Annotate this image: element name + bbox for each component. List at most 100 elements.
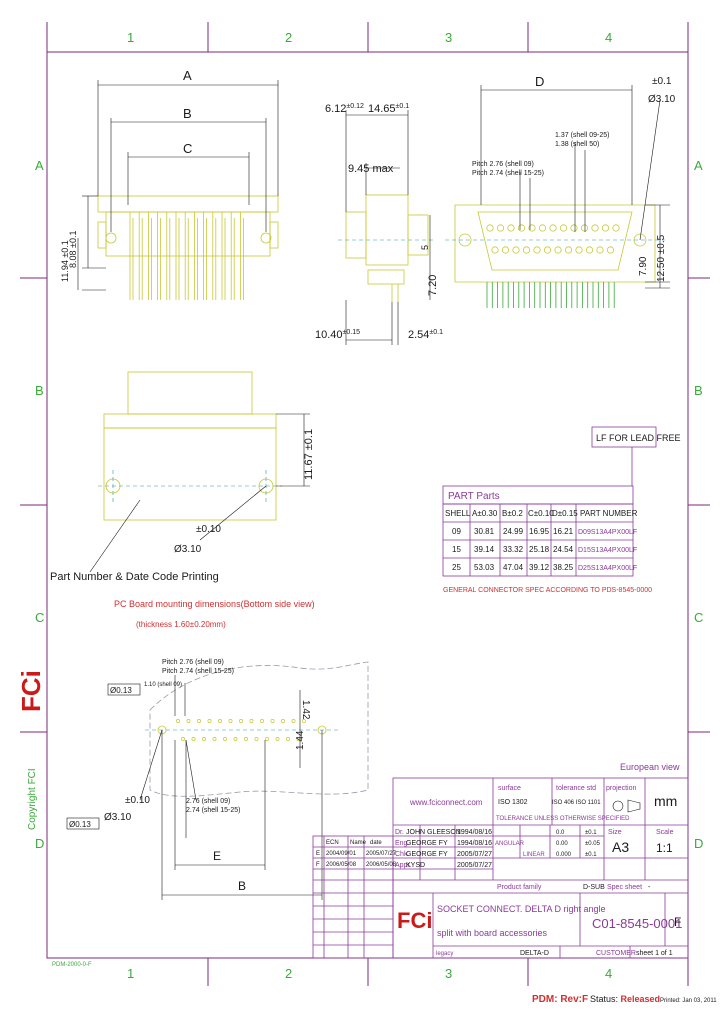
- zone-right-d: D: [694, 836, 703, 851]
- pcb-hole: [223, 737, 227, 741]
- contact-hole: [501, 246, 510, 254]
- row3-d: 38.25: [553, 563, 574, 572]
- contact-hole: [606, 246, 615, 254]
- rev-e-date1: 2004/09/01: [326, 851, 357, 857]
- unit: mm: [654, 793, 677, 809]
- fci-logo-text: FCi: [16, 670, 46, 712]
- zone-top-2: 2: [285, 30, 292, 45]
- eng-date: 1994/08/16: [457, 840, 492, 847]
- tol-row3-b: ±0.1: [585, 852, 597, 858]
- contact-hole: [538, 224, 547, 232]
- label-printing: Part Number & Date Code Printing: [50, 571, 219, 583]
- tolerance-note: TOLERANCE UNLESS OTHERWISE SPECIFIED: [496, 816, 630, 822]
- pcb-dia-1: Ø0.13: [110, 686, 132, 695]
- scale-value: 1:1: [656, 841, 673, 855]
- row1-c: 16.95: [529, 527, 550, 536]
- angular-label: ANGULAR: [495, 841, 525, 847]
- website: www.fciconnect.com: [409, 798, 483, 807]
- footer-small-left: PDM-2000-0-F: [52, 962, 92, 968]
- copyright-text: Copyright FCI: [27, 768, 38, 830]
- footer-status: Status: Released: [590, 994, 660, 1004]
- legacy-label: legacy: [436, 951, 453, 957]
- pcb-note: PC Board mounting dimensions(Bottom side…: [114, 599, 315, 609]
- spec-sheet-label: Spec sheet: [607, 884, 642, 891]
- pcb-hole-dia: Ø3.10: [104, 812, 132, 823]
- rev-header-date: date: [370, 840, 382, 846]
- zone-left-b: B: [35, 383, 44, 398]
- rev-letter: F: [674, 915, 681, 929]
- pcb-dia-2: Ø0.13: [69, 820, 91, 829]
- row1-shell: 09: [452, 527, 461, 536]
- pcb-hole-tol: ±0.10: [125, 795, 150, 806]
- zone-labels: 1 2 3 4 1 2 3 4 A B C D A B C D: [35, 30, 703, 981]
- front-view-legs: [486, 282, 615, 308]
- contact-hole: [564, 246, 573, 254]
- parts-table-row: 25 53.03 47.04 39.12 38.25 D25S13A4PX00L…: [452, 563, 637, 572]
- side-dim-1: 6.12±0.12: [325, 103, 364, 115]
- pcb-note-pitch5: 2.74 (shell 15-25): [186, 807, 240, 814]
- contact-hole: [559, 224, 568, 232]
- contact-hole: [533, 246, 541, 254]
- pcb-hole: [186, 719, 191, 723]
- pcb-note-pitch4: 2.76 (shell 09): [186, 798, 230, 805]
- product-family-value: D-SUB: [583, 884, 605, 891]
- lf-label: LF FOR LEAD FREE: [596, 433, 681, 443]
- pcb-hole: [249, 719, 254, 723]
- tol-row2-b: ±0.05: [585, 841, 601, 847]
- bottom-dim-height: 11.67 ±0.1: [303, 429, 315, 480]
- pcb-dia-1-box: Ø0.13: [107, 683, 141, 696]
- front-note-pin2: 1.38 (shell 50): [555, 141, 599, 148]
- front-hole-dia: Ø3.10: [648, 94, 676, 105]
- row2-shell: 15: [452, 545, 461, 554]
- row3-shell: 25: [452, 563, 461, 572]
- zone-left-d: D: [35, 836, 44, 851]
- row3-b: 47.04: [503, 563, 524, 572]
- pcb-hole: [275, 737, 280, 741]
- appr-name: KYSD: [406, 862, 425, 869]
- rev-e-date2: 2005/07/27: [366, 851, 397, 857]
- row2-d: 24.54: [553, 545, 574, 554]
- front-dim-v2: 12.50 ±0.5: [656, 234, 667, 282]
- row3-c: 39.12: [529, 563, 550, 572]
- projection-symbol-icon: [612, 799, 641, 813]
- contact-hole: [491, 246, 499, 254]
- pcb-hole: [233, 737, 238, 741]
- pcb-view: Pitch 2.76 (shell 09) Pitch 2.74 (shell …: [66, 659, 369, 900]
- pcb-hole: [218, 719, 222, 723]
- pcb-hole: [228, 719, 233, 723]
- pcb-holes: [176, 719, 306, 741]
- pcb-thickness: (thickness 1.60±0.20mm): [136, 620, 226, 629]
- pcb-hole: [181, 737, 185, 741]
- description-line-1: SOCKET CONNECT. DELTA D right angle: [437, 904, 606, 914]
- rev-f-letter: F: [316, 862, 320, 868]
- contact-hole: [612, 224, 620, 232]
- contact-hole: [570, 224, 578, 232]
- row2-part: D15S13A4PX00LF: [578, 547, 637, 554]
- zone-bottom-1: 1: [127, 966, 134, 981]
- col-d: D±0.15: [552, 509, 578, 518]
- customer-label: CUSTOMER: [596, 950, 636, 957]
- bottom-view: 11.67 ±0.1 ±0.10 Ø3.10 Part Number & Dat…: [50, 371, 315, 629]
- linear-label: LINEAR: [523, 852, 545, 858]
- spec-sheet-value: -: [648, 884, 651, 891]
- front-view-contacts: [486, 224, 620, 254]
- zone-left-a: A: [35, 158, 44, 173]
- parts-table-row: 15 39.14 33.32 25.18 24.54 D15S13A4PX00L…: [452, 545, 637, 554]
- surface-std: ISO 1302: [498, 799, 528, 806]
- pcb-hole: [254, 737, 259, 741]
- front-dim-v1: 7.90: [638, 256, 649, 276]
- zone-right-a: A: [694, 158, 703, 173]
- side-dim-v1: 7.20: [427, 275, 439, 296]
- zone-top-4: 4: [605, 30, 612, 45]
- tol-row1-a: 0.0: [556, 830, 565, 836]
- side-dim-mid: 9.45 max: [348, 163, 394, 175]
- bottom-hole-dia: Ø3.10: [174, 544, 202, 555]
- rev-header-ecn: ECN: [326, 840, 339, 846]
- contact-hole: [486, 224, 494, 232]
- pcb-hole: [197, 719, 201, 723]
- tolerance-std: ISO 406 ISO 1101: [552, 800, 601, 806]
- front-note-pitch1: Pitch 2.76 (shell 09): [472, 161, 534, 168]
- dim-b: B: [183, 106, 192, 121]
- pcb-hole: [244, 737, 248, 741]
